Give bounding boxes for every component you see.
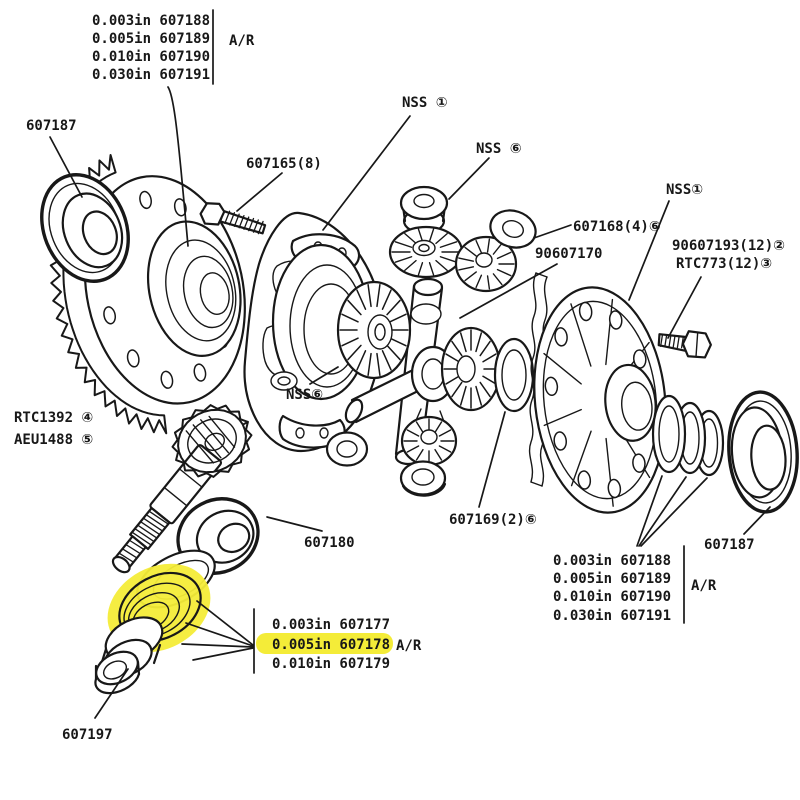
leader-line [196, 600, 254, 646]
thrust-washer-right [493, 337, 535, 413]
leader-line [448, 157, 490, 200]
leader-line [185, 622, 254, 647]
spider-gears-assembly [325, 185, 537, 497]
label-nss6-mid: NSS⑥ [286, 387, 323, 403]
leader-line [459, 263, 558, 319]
label-pinion-shim-row-highlighted: 0.005in 607178 [272, 637, 390, 653]
label-as-required: A/R [691, 578, 717, 594]
label-case-bolts: 607165(8) [246, 156, 322, 172]
label-as-required: A/R [229, 33, 255, 49]
label-bolt-set: 90607193(12)② [672, 238, 785, 254]
carrier-bearing-left [40, 173, 130, 283]
labels: 0.003in 607188 0.005in 607189 0.010in 60… [14, 13, 785, 743]
carrier-bearing-right [727, 390, 799, 514]
leader-line [640, 477, 708, 547]
label-nss6-top: NSS ⑥ [476, 141, 522, 157]
leader-line [236, 172, 283, 212]
leader-line [322, 115, 411, 231]
label-pinion-spacer: 607197 [62, 727, 113, 743]
leader-line [667, 276, 702, 339]
label-nss1-right: NSS① [666, 182, 703, 198]
label-pinion-shim-row: 0.010in 607179 [272, 656, 390, 672]
bevel-pinion-upper-left [388, 225, 464, 279]
label-shim-row: 0.030in 607191 [553, 608, 671, 624]
pinion-shaft [111, 444, 223, 574]
label-gear-set-b: AEU1488 ⑤ [14, 432, 93, 448]
leader-line [533, 224, 572, 239]
highlight-row-marker [256, 633, 393, 654]
leader-line [636, 475, 663, 547]
label-shim-row: 0.030in 607191 [92, 67, 210, 83]
label-nss1-top: NSS ① [402, 95, 448, 111]
label-pinion-shim-row: 0.003in 607177 [272, 617, 390, 633]
ring-gear-bolt [199, 202, 267, 235]
dished-washer-607168 [489, 209, 537, 249]
thrust-washer-bottom-left [325, 431, 369, 467]
label-thrust-washer-4: 607168(4)⑥ [573, 219, 661, 235]
label-thrust-washers-2: 607169(2)⑥ [449, 512, 537, 528]
leader-line [192, 647, 254, 661]
pinion-nut [94, 650, 141, 695]
side-gear-left [336, 280, 412, 380]
label-shim-row: 0.003in 607188 [553, 553, 671, 569]
label-shim-row: 0.010in 607190 [92, 49, 210, 65]
label-cross-shaft: 90607170 [535, 246, 602, 262]
label-bearing-right: 607187 [704, 537, 755, 553]
leader-line [181, 643, 254, 648]
leader-line [478, 411, 506, 508]
differential-cover [533, 286, 667, 514]
bevel-pinion-upper-right [454, 235, 518, 293]
leader-line [266, 516, 323, 532]
leader-line [309, 366, 339, 385]
label-shim-row: 0.005in 607189 [92, 31, 210, 47]
pinion-bearing [176, 497, 260, 575]
label-shim-row: 0.003in 607188 [92, 13, 210, 29]
pinion-gear [171, 404, 253, 478]
leader-lines [49, 9, 771, 719]
differential-case [243, 211, 384, 453]
cover-bolt [657, 330, 712, 359]
leader-top-shims [167, 86, 189, 247]
label-as-required: A/R [396, 638, 422, 654]
pinion-gear-assembly [94, 404, 260, 695]
label-shim-row: 0.005in 607189 [553, 571, 671, 587]
leader-line [94, 668, 129, 719]
leader-line [628, 200, 670, 301]
label-gear-set-a: RTC1392 ④ [14, 410, 93, 426]
leader-line [638, 476, 687, 547]
label-bearing-left: 607187 [26, 118, 77, 134]
adjustment-shims-right [651, 394, 725, 477]
side-gear-right [440, 326, 502, 412]
leader-line [49, 136, 83, 198]
thrust-washer-bottom-center [399, 460, 447, 497]
label-pinion-bearing: 607180 [304, 535, 355, 551]
label-nut-set: RTC773(12)③ [676, 256, 772, 272]
leader-line [743, 506, 771, 535]
label-shim-row: 0.010in 607190 [553, 589, 671, 605]
